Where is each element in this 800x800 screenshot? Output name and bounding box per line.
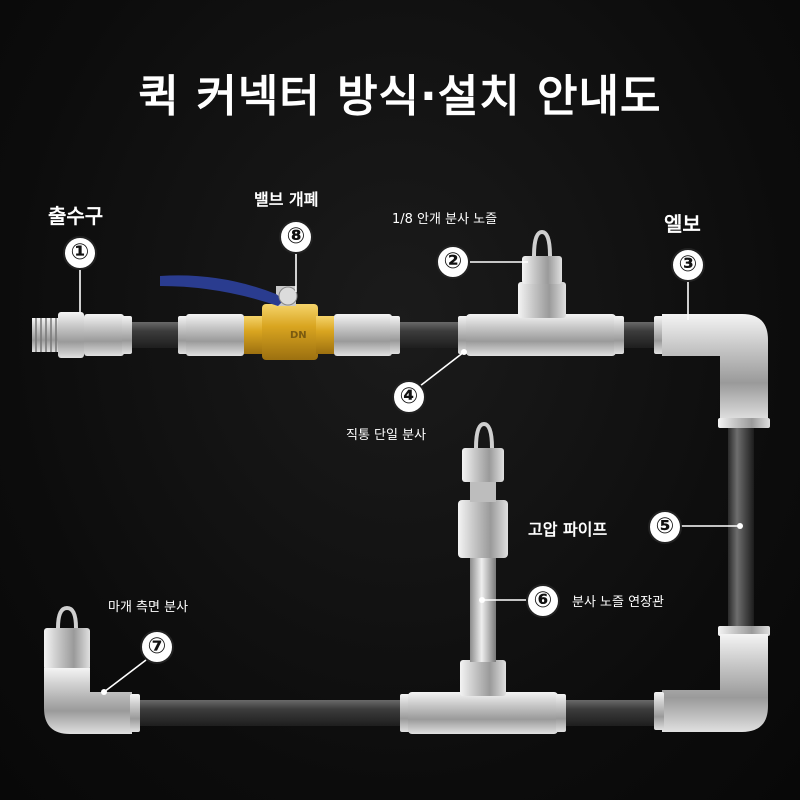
label-outlet: 출수구 — [48, 204, 104, 228]
label-valve: 밸브 개폐 — [254, 190, 319, 209]
label-elbow: 엘보 — [664, 212, 701, 236]
number-badge-5: ⑤ — [648, 510, 682, 544]
tee-fitting-top — [458, 229, 624, 356]
number-badge-1: ① — [63, 236, 97, 270]
outlet-connector — [32, 312, 132, 358]
leader-lines — [79, 254, 740, 693]
label-mist-nozzle: 1/8 안개 분사 노즐 — [392, 212, 498, 227]
label-straight-single: 직통 단일 분사 — [346, 428, 427, 443]
number-badge-6: ⑥ — [526, 584, 560, 618]
end-plug-side-spray — [44, 605, 140, 734]
label-extension: 분사 노즐 연장관 — [572, 595, 664, 610]
label-pipe: 고압 파이프 — [528, 520, 608, 539]
elbow-top-right — [654, 314, 770, 428]
number-badge-2: ② — [436, 245, 470, 279]
number-badge-4: ④ — [392, 380, 426, 414]
extension-nozzle-assembly — [400, 421, 566, 734]
label-end-side: 마개 측면 분사 — [108, 600, 189, 615]
ball-valve: DN — [160, 275, 400, 360]
page-title: 퀵 커넥터 방식·설치 안내도 — [138, 71, 662, 122]
elbow-bottom-right — [654, 626, 770, 732]
number-badge-7: ⑦ — [140, 630, 174, 664]
number-badge-3: ③ — [671, 248, 705, 282]
number-badge-8: ⑧ — [279, 220, 313, 254]
valve-marking: DN — [290, 330, 307, 341]
